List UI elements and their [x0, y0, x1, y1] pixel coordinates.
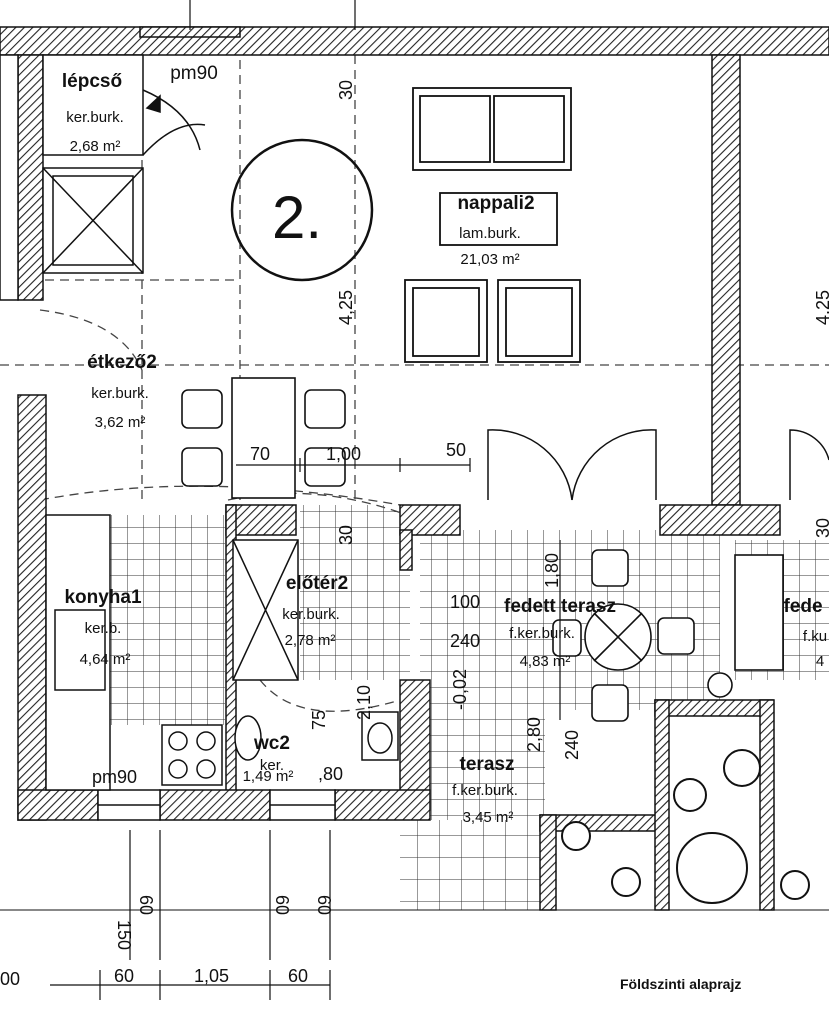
dim-b105: 1,05: [194, 966, 229, 986]
room-etkezo-name: étkező2: [87, 352, 157, 373]
dining-table: [231, 377, 296, 499]
dim-b60-b: 60: [288, 966, 308, 986]
room-wc-name: wc2: [253, 733, 290, 754]
plan-title: Földszinti alaprajz: [620, 976, 742, 992]
room-lepcso-name: lépcső: [62, 71, 122, 92]
dim-top-30: 30: [336, 80, 356, 100]
stair-arrow-icon: [145, 94, 161, 114]
dim-30-right: 30: [813, 518, 829, 538]
room-konyha-area: 4,64 m²: [80, 651, 131, 668]
dim-425-left: 4,25: [336, 290, 356, 325]
dim-80: ,80: [318, 764, 343, 784]
dim-180: 1,80: [542, 553, 562, 588]
dimension-lines: [0, 0, 829, 1000]
stair: [42, 54, 206, 274]
wc-fixtures: [234, 711, 399, 761]
doors: [487, 429, 829, 501]
dim-60-v1: 60: [136, 895, 156, 915]
walls: [0, 26, 829, 911]
dim-425-right: 4,25: [813, 290, 829, 325]
armchair: [404, 279, 488, 363]
living-furniture: [404, 87, 581, 363]
dim-240-a: 240: [450, 631, 480, 651]
room-tag: 2.: [272, 184, 322, 251]
room-fede-name: fede: [783, 596, 822, 617]
room-lepcso-area: 2,68 m²: [70, 138, 121, 155]
room-terasz-finish: f.ker.burk.: [452, 782, 518, 799]
room-konyha-name: konyha1: [64, 587, 142, 608]
dim-b60-a: 60: [114, 966, 134, 986]
room-konyha-finish: ker.b.: [85, 620, 122, 637]
room-nappali-finish: lam.burk.: [459, 225, 521, 242]
room-lepcso-finish: ker.burk.: [66, 109, 124, 126]
dining-furniture: [181, 377, 346, 499]
room-wc-finish: ker.: [260, 757, 284, 774]
windows: [0, 54, 336, 821]
room-etkezo-finish: ker.burk.: [91, 385, 149, 402]
planters: [561, 749, 810, 904]
dim-60-v2: 60: [272, 895, 292, 915]
room-eloter-name: előtér2: [286, 573, 348, 594]
room-terasz-name: terasz: [460, 754, 515, 775]
room-nappali-area: 21,03 m²: [460, 251, 519, 268]
room-labels: lépcső ker.burk. 2,68 m² pm90 nappali2 l…: [62, 63, 827, 826]
armchair: [497, 279, 581, 363]
dim-30-mid: 30: [336, 525, 356, 545]
coffee-table: [439, 192, 558, 246]
room-nappali-name: nappali2: [457, 193, 534, 214]
dim-75: 75: [309, 710, 329, 730]
room-etkezo-area: 3,62 m²: [95, 414, 146, 431]
dim-100-ter: 100: [450, 592, 480, 612]
room-tag-circle: [230, 138, 374, 282]
dim-pm90-bottom: pm90: [92, 767, 137, 787]
dimension-labels: 30 4,25 4,25 70 1,00 50 30 30 1,80 100 2…: [0, 80, 829, 989]
dim-280: 2,80: [524, 717, 544, 752]
room-eloter-finish: ker.burk.: [282, 606, 340, 623]
hall-wardrobe: [232, 539, 299, 681]
room-fedett-area: 4,83 m²: [520, 653, 571, 670]
room-eloter-area: 2,78 m²: [285, 632, 336, 649]
dim-100: 1,00: [326, 444, 361, 464]
room-terasz-area: 3,45 m²: [463, 809, 514, 826]
dim-60-v3: 60: [314, 895, 334, 915]
sofa: [412, 87, 572, 171]
stair-note: pm90: [170, 63, 218, 84]
dim-002: -0,02: [450, 669, 470, 710]
room-fede-finish: f.ku: [803, 628, 827, 645]
dim-70: 70: [250, 444, 270, 464]
cooktop: [161, 724, 223, 786]
dim-150: 150: [114, 920, 134, 950]
dim-210: 2,10: [354, 685, 374, 720]
room-wc-area: 1,49 m²: [243, 768, 294, 785]
room-fedett-finish: f.ker.burk.: [509, 625, 575, 642]
room-fede-area: 4: [816, 653, 824, 670]
terrace-table: [552, 549, 784, 722]
kitchen-fixtures: [45, 514, 223, 791]
dim-50: 50: [446, 440, 466, 460]
dim-b00: 00: [0, 969, 20, 989]
dim-240-b: 240: [562, 730, 582, 760]
